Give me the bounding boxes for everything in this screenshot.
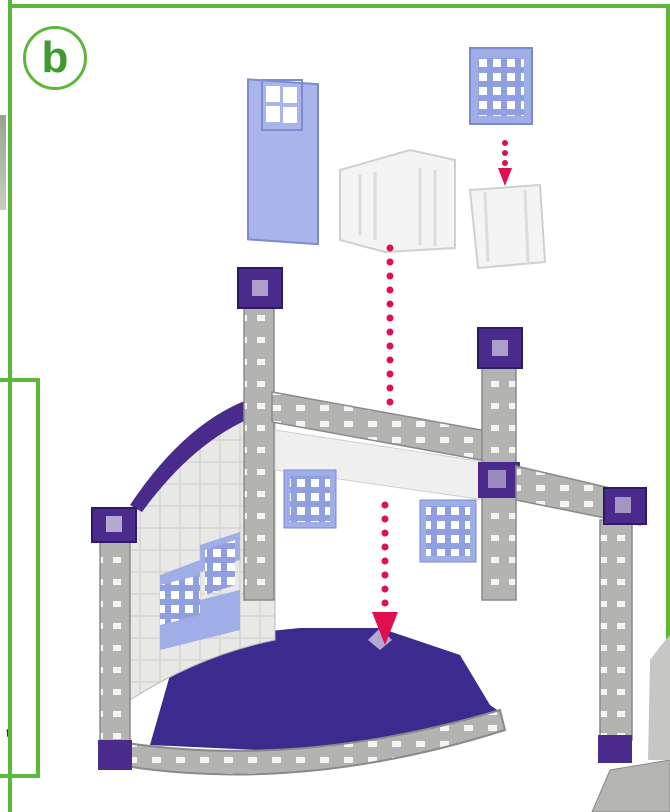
window-piece <box>469 47 533 125</box>
step-b-icon: b <box>23 26 87 90</box>
cropped-gray-object <box>591 759 670 812</box>
back-left-column <box>237 267 283 601</box>
base-plate <box>150 628 500 752</box>
step-label: b <box>41 33 69 82</box>
side-panel <box>0 378 40 778</box>
right-column <box>477 327 523 601</box>
left-column <box>91 507 137 770</box>
step-b-panel <box>8 4 670 812</box>
far-right-column <box>598 487 647 763</box>
dotted-arrow-upper <box>386 244 394 406</box>
arched-top-piece <box>130 395 272 512</box>
curved-bottom-beam <box>116 708 507 776</box>
white-wall-panel <box>339 148 456 254</box>
side-panel-fragment-text: t <box>6 726 10 740</box>
cropped-image-fragment <box>0 115 6 210</box>
dotted-arrow-lower <box>372 501 398 645</box>
dotted-arrow-small <box>498 140 512 186</box>
back-wall-panel <box>274 429 486 563</box>
cropped-gray-object-right <box>648 635 670 760</box>
white-wall-panel-small <box>468 183 547 270</box>
door-panel <box>247 78 319 246</box>
